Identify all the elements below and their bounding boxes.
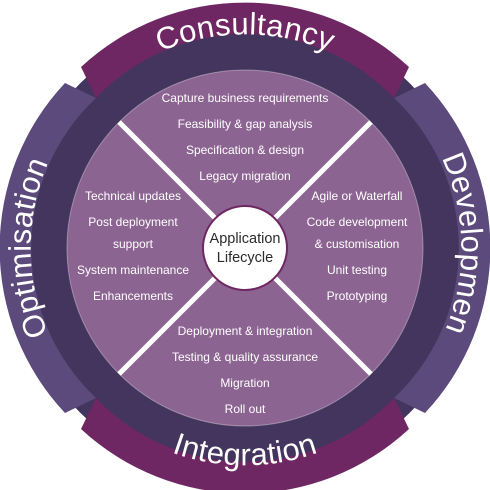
consultancy-items: Capture business requirements Feasibilit…: [162, 91, 329, 183]
development-tab: [394, 83, 490, 413]
development-item: & customisation: [315, 237, 400, 251]
consultancy-item: Feasibility & gap analysis: [178, 117, 313, 131]
development-items: Agile or Waterfall Code development & cu…: [307, 189, 408, 303]
integration-item: Deployment & integration: [178, 324, 313, 338]
development-item: Code development: [307, 215, 408, 229]
optimisation-items: Technical updates Post deployment suppor…: [77, 189, 189, 303]
hub-line-1: Application: [210, 231, 281, 247]
development-item: Prototyping: [327, 289, 388, 303]
optimisation-item: Technical updates: [85, 189, 181, 203]
development-item: Agile or Waterfall: [312, 189, 403, 203]
development-item: Unit testing: [327, 263, 387, 277]
consultancy-item: Legacy migration: [199, 169, 290, 183]
optimisation-item: Enhancements: [93, 289, 173, 303]
disc-edge: [66, 69, 424, 427]
optimisation-tab: [0, 83, 96, 413]
integration-tab: [81, 398, 409, 490]
integration-items: Deployment & integration Testing & quali…: [172, 324, 318, 416]
integration-item: Roll out: [225, 402, 266, 416]
hub-line-2: Lifecycle: [217, 250, 273, 266]
integration-item: Testing & quality assurance: [172, 350, 318, 364]
consultancy-tab: [81, 2, 409, 98]
center-hub: [202, 205, 288, 291]
consultancy-item: Specification & design: [186, 143, 304, 157]
optimisation-item: System maintenance: [77, 263, 189, 277]
integration-item: Migration: [220, 376, 269, 390]
optimisation-item: Post deployment: [88, 215, 178, 229]
optimisation-item: support: [113, 237, 154, 251]
consultancy-item: Capture business requirements: [162, 91, 329, 105]
